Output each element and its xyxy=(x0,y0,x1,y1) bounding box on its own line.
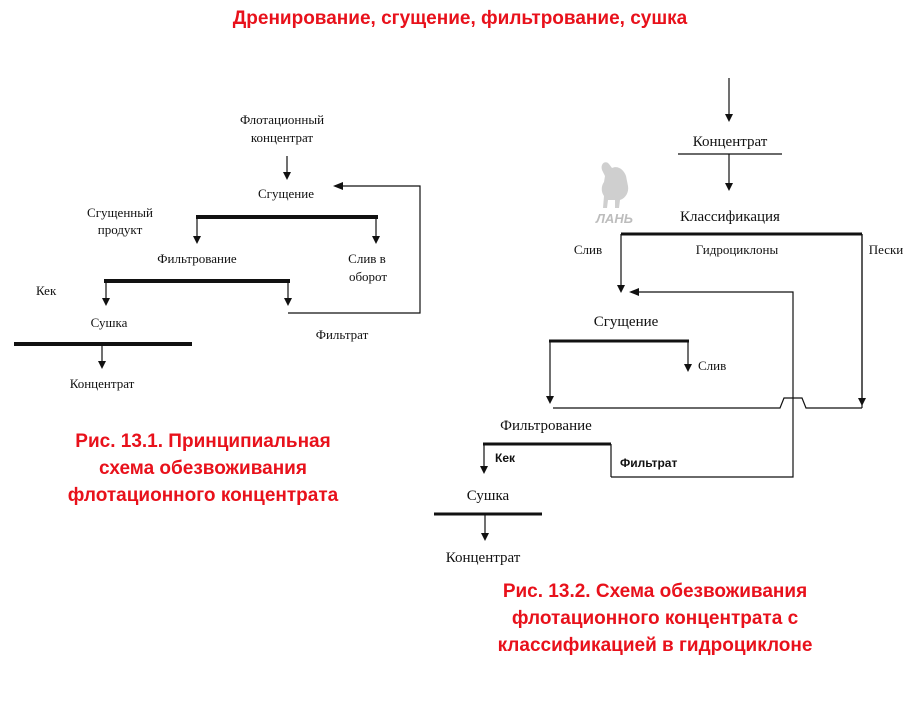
node-thickening: Сгущение xyxy=(594,314,659,330)
arrow-head xyxy=(725,183,733,191)
arrow-head xyxy=(102,298,110,306)
diagram-13-1: Флотационный концентрат Сгущение Сгущенн… xyxy=(14,112,421,391)
node-drying: Сушка xyxy=(467,488,510,504)
arrow-head xyxy=(481,533,489,541)
deer-logo-icon xyxy=(601,162,629,208)
label-hydrocyclones: Гидроциклоны xyxy=(696,242,779,257)
label-overflow-line2: оборот xyxy=(349,269,387,284)
arrow-head xyxy=(284,298,292,306)
node-drying: Сушка xyxy=(91,315,128,330)
arrow-head xyxy=(858,398,866,406)
figure-13-1-caption: Рис. 13.1. Принципиальная схема обезвожи… xyxy=(18,428,388,509)
figure-13-2-caption: Рис. 13.2. Схема обезвоживания флотацион… xyxy=(425,578,885,659)
node-classification: Классификация xyxy=(680,209,780,225)
node-flotation-concentrate-line2: концентрат xyxy=(251,130,314,145)
caption-line: флотационного концентрата с xyxy=(511,608,799,629)
diagram-13-2: ЛАНЬ Концентрат Классификация Слив Гидро… xyxy=(434,78,903,566)
node-thickening: Сгущение xyxy=(258,186,314,201)
arrow-head xyxy=(725,114,733,122)
arrow-head xyxy=(283,172,291,180)
arrow-head xyxy=(684,364,692,372)
caption-line: флотационного концентрата xyxy=(67,485,339,506)
node-filtration: Фильтрование xyxy=(157,251,237,266)
label-filtrate: Фильтрат xyxy=(316,327,369,342)
label-cake: Кек xyxy=(495,451,516,465)
arrow-head xyxy=(333,182,343,190)
label-cake: Кек xyxy=(36,283,57,298)
label-overflow-left: Слив xyxy=(574,242,602,257)
filtrate-return-line xyxy=(611,291,794,478)
arrow-head xyxy=(480,466,488,474)
label-filtrate: Фильтрат xyxy=(620,456,677,470)
arrow-head xyxy=(372,236,380,244)
arrow-head xyxy=(629,288,639,296)
arrow-head xyxy=(617,285,625,293)
node-concentrate-bottom: Концентрат xyxy=(446,550,521,566)
label-overflow-line1: Слив в xyxy=(348,251,386,266)
caption-line: Рис. 13.2. Схема обезвоживания xyxy=(502,581,808,602)
page-title: Дренирование, сгущение, фильтрование, су… xyxy=(232,8,688,29)
label-thickened-product-line2: продукт xyxy=(98,222,143,237)
arrow-head xyxy=(98,361,106,369)
arrow-head xyxy=(546,396,554,404)
label-sands: Пески xyxy=(869,242,904,257)
label-overflow-right: Слив xyxy=(698,358,726,373)
caption-line: Рис. 13.1. Принципиальная xyxy=(75,431,331,452)
caption-line: классификацией в гидроциклоне xyxy=(497,635,813,656)
lan-watermark-logo: ЛАНЬ xyxy=(595,162,633,226)
caption-line: схема обезвоживания xyxy=(99,458,307,479)
watermark-text: ЛАНЬ xyxy=(595,211,633,226)
node-flotation-concentrate-line1: Флотационный xyxy=(240,112,324,127)
arrow-head xyxy=(193,236,201,244)
node-concentrate-top: Концентрат xyxy=(693,134,768,150)
node-concentrate: Концентрат xyxy=(70,376,135,391)
node-filtration: Фильтрование xyxy=(500,418,592,434)
filtrate-return-line xyxy=(288,185,421,314)
label-thickened-product-line1: Сгущенный xyxy=(87,205,153,220)
